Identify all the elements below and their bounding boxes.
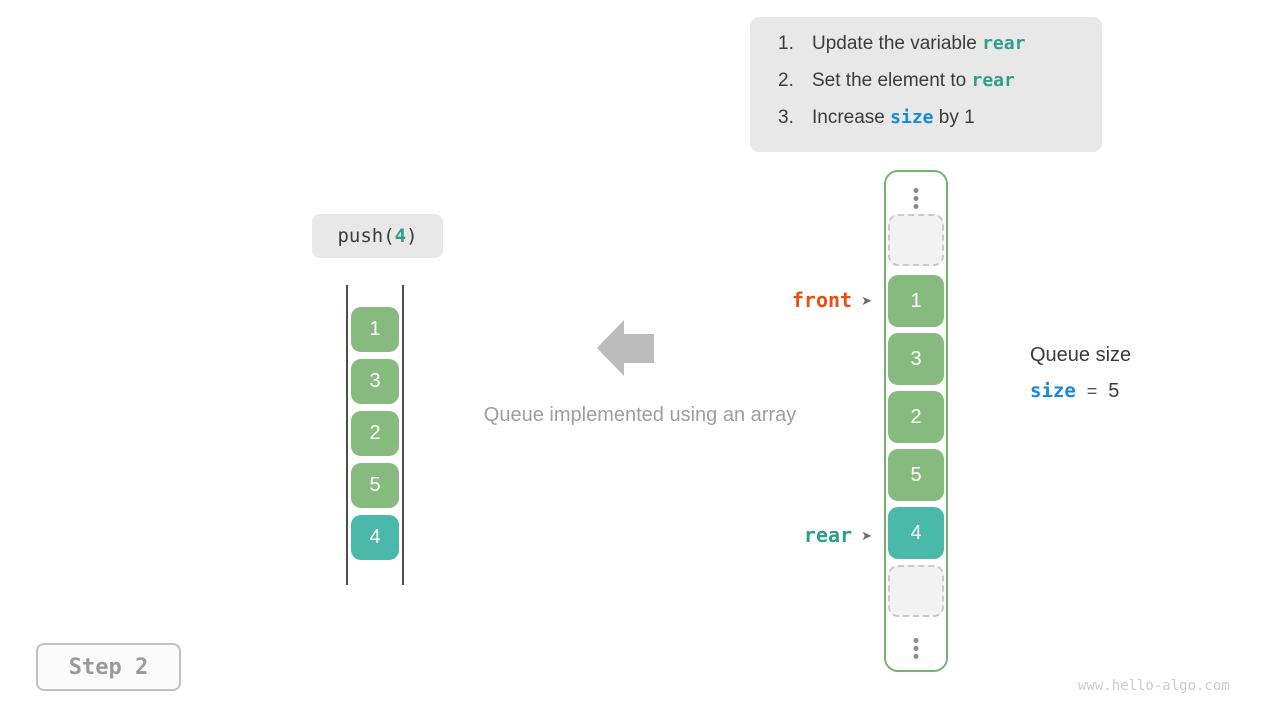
arrow-shaft (623, 334, 654, 363)
rear-pointer-label: rear ➤ (760, 521, 872, 549)
code-token-rear: rear (982, 33, 1026, 54)
queue-cell: 5 (351, 463, 399, 508)
queue-cell-new: 4 (351, 515, 399, 560)
push-operation-label: push(4) (312, 214, 443, 258)
pointer-arrow-icon: ➤ (861, 292, 872, 308)
front-label-text: front (791, 288, 853, 312)
array-container: 1 3 2 5 4 (884, 170, 948, 672)
step-text: Set the element to (812, 70, 972, 91)
instruction-step-1: 1. Update the variable rear (750, 33, 1102, 59)
array-cell: 1 (888, 275, 944, 327)
push-prefix: push( (337, 225, 395, 247)
instructions-panel: 1. Update the variable rear 2. Set the e… (750, 17, 1102, 152)
code-token-size: size (890, 107, 934, 128)
watermark: www.hello-algo.com (1078, 678, 1230, 694)
array-cell: 2 (888, 391, 944, 443)
code-token-rear: rear (971, 70, 1015, 91)
array-cell-empty (888, 565, 944, 617)
step-text: Update the variable (812, 33, 983, 54)
abstract-queue: 1 3 2 5 4 (346, 285, 404, 585)
instruction-step-2: 2. Set the element to rear (750, 70, 1102, 96)
equals-sign: = (1086, 381, 1098, 401)
array-cell-empty (888, 214, 944, 266)
step-number: 3. (778, 107, 794, 128)
step-number: 2. (778, 70, 794, 91)
push-argument: 4 (394, 225, 407, 247)
queue-size-info: Queue size size = 5 (1030, 344, 1131, 403)
array-cell: 5 (888, 449, 944, 501)
ellipsis-icon (913, 186, 919, 210)
ellipsis-icon (913, 636, 919, 660)
step-text-post: by 1 (933, 107, 975, 128)
queue-cell: 3 (351, 359, 399, 404)
queue-size-expression: size = 5 (1030, 380, 1131, 403)
left-arrow-icon (597, 320, 654, 377)
rear-label-text: rear (803, 523, 853, 547)
queue-cell: 2 (351, 411, 399, 456)
pointer-arrow-icon: ➤ (861, 527, 872, 543)
push-suffix: ) (406, 225, 418, 247)
caption-text: Queue implemented using an array (483, 404, 797, 426)
size-value: 5 (1108, 380, 1120, 402)
instruction-step-3: 3. Increase size by 1 (750, 107, 1102, 133)
arrow-head (597, 320, 624, 376)
front-pointer-label: front ➤ (760, 286, 872, 314)
queue-cell: 1 (351, 307, 399, 352)
queue-size-title: Queue size (1030, 344, 1132, 366)
size-variable: size (1030, 380, 1076, 402)
array-cell-rear: 4 (888, 507, 944, 559)
step-number: 1. (778, 33, 794, 54)
step-text: Increase (812, 107, 891, 128)
step-badge: Step 2 (36, 643, 181, 691)
array-cell: 3 (888, 333, 944, 385)
